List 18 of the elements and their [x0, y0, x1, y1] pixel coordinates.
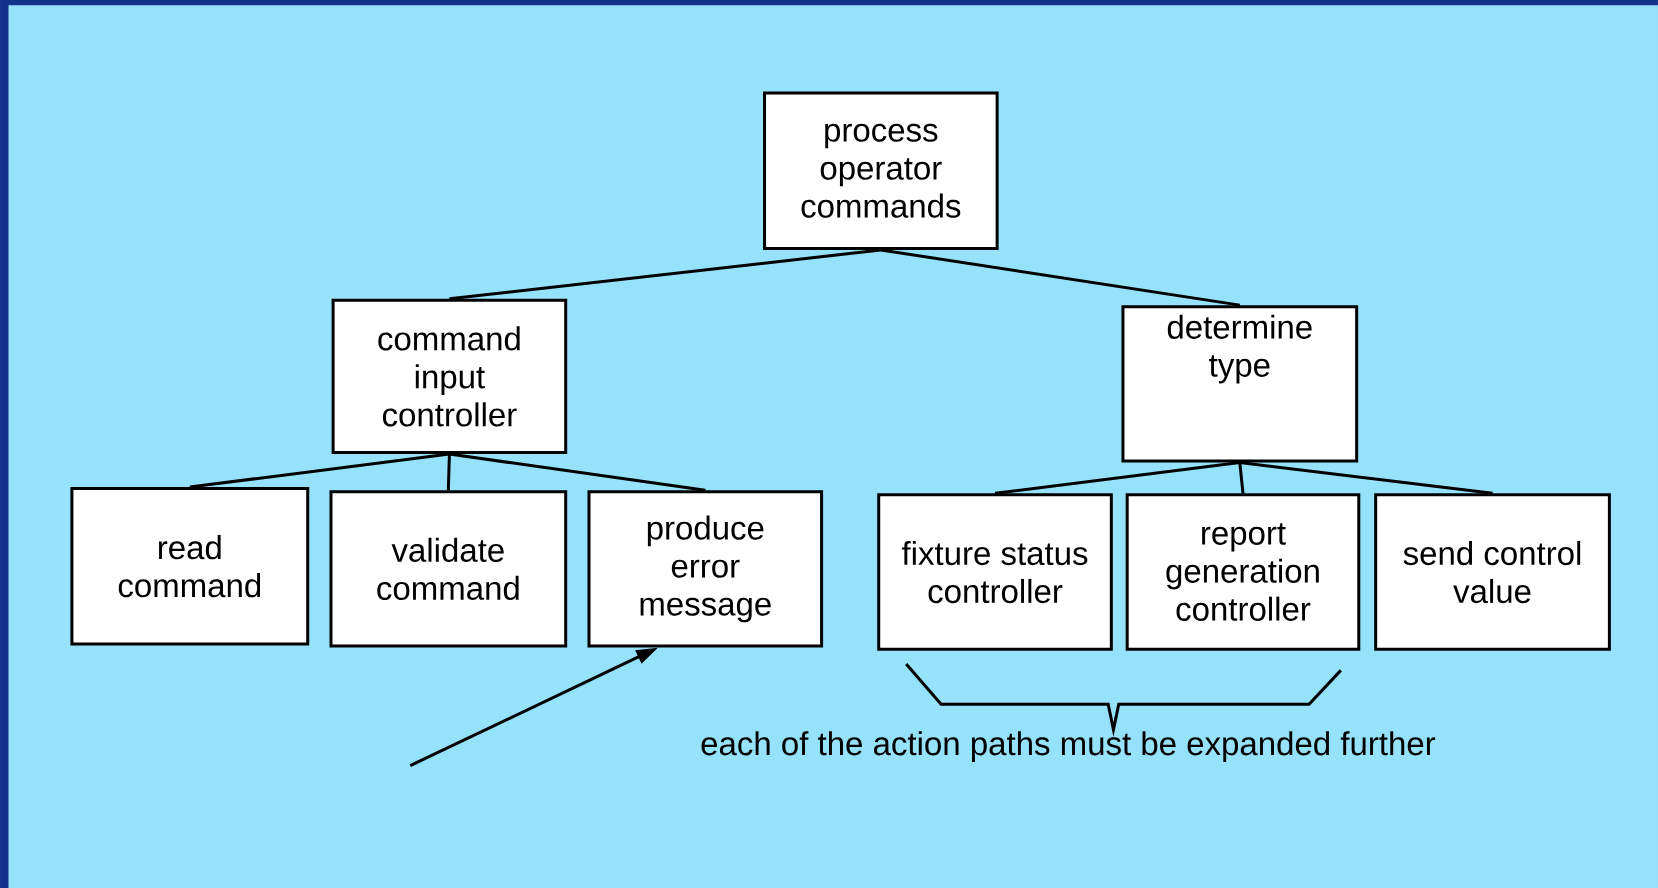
process-box: read command — [70, 486, 310, 646]
process-box: validate command — [329, 490, 568, 648]
connector-line — [446, 453, 451, 491]
connector-line — [1239, 460, 1493, 495]
connector-line — [449, 452, 706, 492]
process-box: send control value — [1374, 493, 1611, 651]
connector-line — [1238, 462, 1245, 494]
connector-line — [880, 248, 1241, 307]
process-box: produce error message — [587, 490, 824, 648]
process-box: determine type — [1121, 305, 1359, 463]
process-box: fixture status controller — [877, 493, 1113, 651]
note-text: each of the action paths must be expanded further — [701, 731, 1436, 762]
process-box: process operator commands — [763, 91, 999, 250]
process-box: command input controller — [331, 298, 568, 454]
connector-line — [449, 248, 881, 301]
process-box: report generation controller — [1125, 493, 1361, 651]
connector-line — [189, 452, 450, 489]
connector-line — [994, 460, 1240, 495]
